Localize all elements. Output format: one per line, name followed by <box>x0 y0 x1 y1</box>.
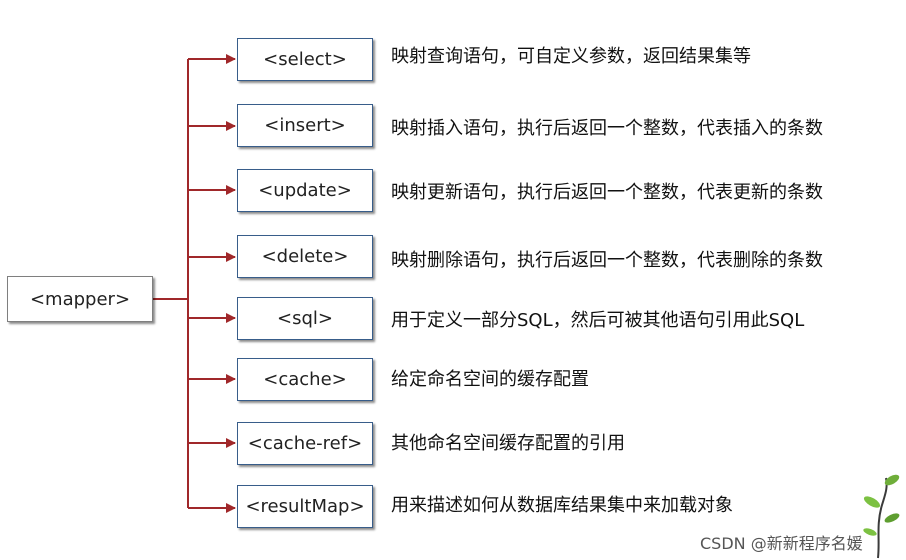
cache-tag: <cache> <box>263 369 347 390</box>
resultmap-node: <resultMap> <box>237 485 373 528</box>
cache-ref-node: <cache-ref> <box>237 422 373 465</box>
delete-tag: <delete> <box>261 246 349 267</box>
cache-description: 给定命名空间的缓存配置 <box>391 369 589 390</box>
insert-description: 映射插入语句，执行后返回一个整数，代表插入的条数 <box>391 118 823 139</box>
insert-tag: <insert> <box>264 115 346 136</box>
cache-node: <cache> <box>237 358 373 401</box>
update-node: <update> <box>237 169 373 212</box>
update-tag: <update> <box>258 180 352 201</box>
mapper-root-box: <mapper> <box>7 276 153 322</box>
resultmap-description: 用来描述如何从数据库结果集中来加载对象 <box>391 495 733 516</box>
select-tag: <select> <box>263 49 347 70</box>
select-node: <select> <box>237 38 373 81</box>
delete-description: 映射删除语句，执行后返回一个整数，代表删除的条数 <box>391 250 823 271</box>
sprout-logo-icon <box>863 474 900 559</box>
sql-description: 用于定义一部分SQL，然后可被其他语句引用此SQL <box>391 310 805 331</box>
sql-tag: <sql> <box>277 308 333 329</box>
mapper-root-label: <mapper> <box>29 288 131 310</box>
csdn-watermark: CSDN @新新程序名媛 <box>700 534 863 553</box>
select-description: 映射查询语句，可自定义参数，返回结果集等 <box>391 46 751 67</box>
cache-ref-tag: <cache-ref> <box>247 433 363 454</box>
cache-ref-description: 其他命名空间缓存配置的引用 <box>391 433 625 454</box>
delete-node: <delete> <box>237 235 373 278</box>
insert-node: <insert> <box>237 104 373 147</box>
sql-node: <sql> <box>237 297 373 340</box>
resultmap-tag: <resultMap> <box>245 496 365 517</box>
update-description: 映射更新语句，执行后返回一个整数，代表更新的条数 <box>391 182 823 203</box>
